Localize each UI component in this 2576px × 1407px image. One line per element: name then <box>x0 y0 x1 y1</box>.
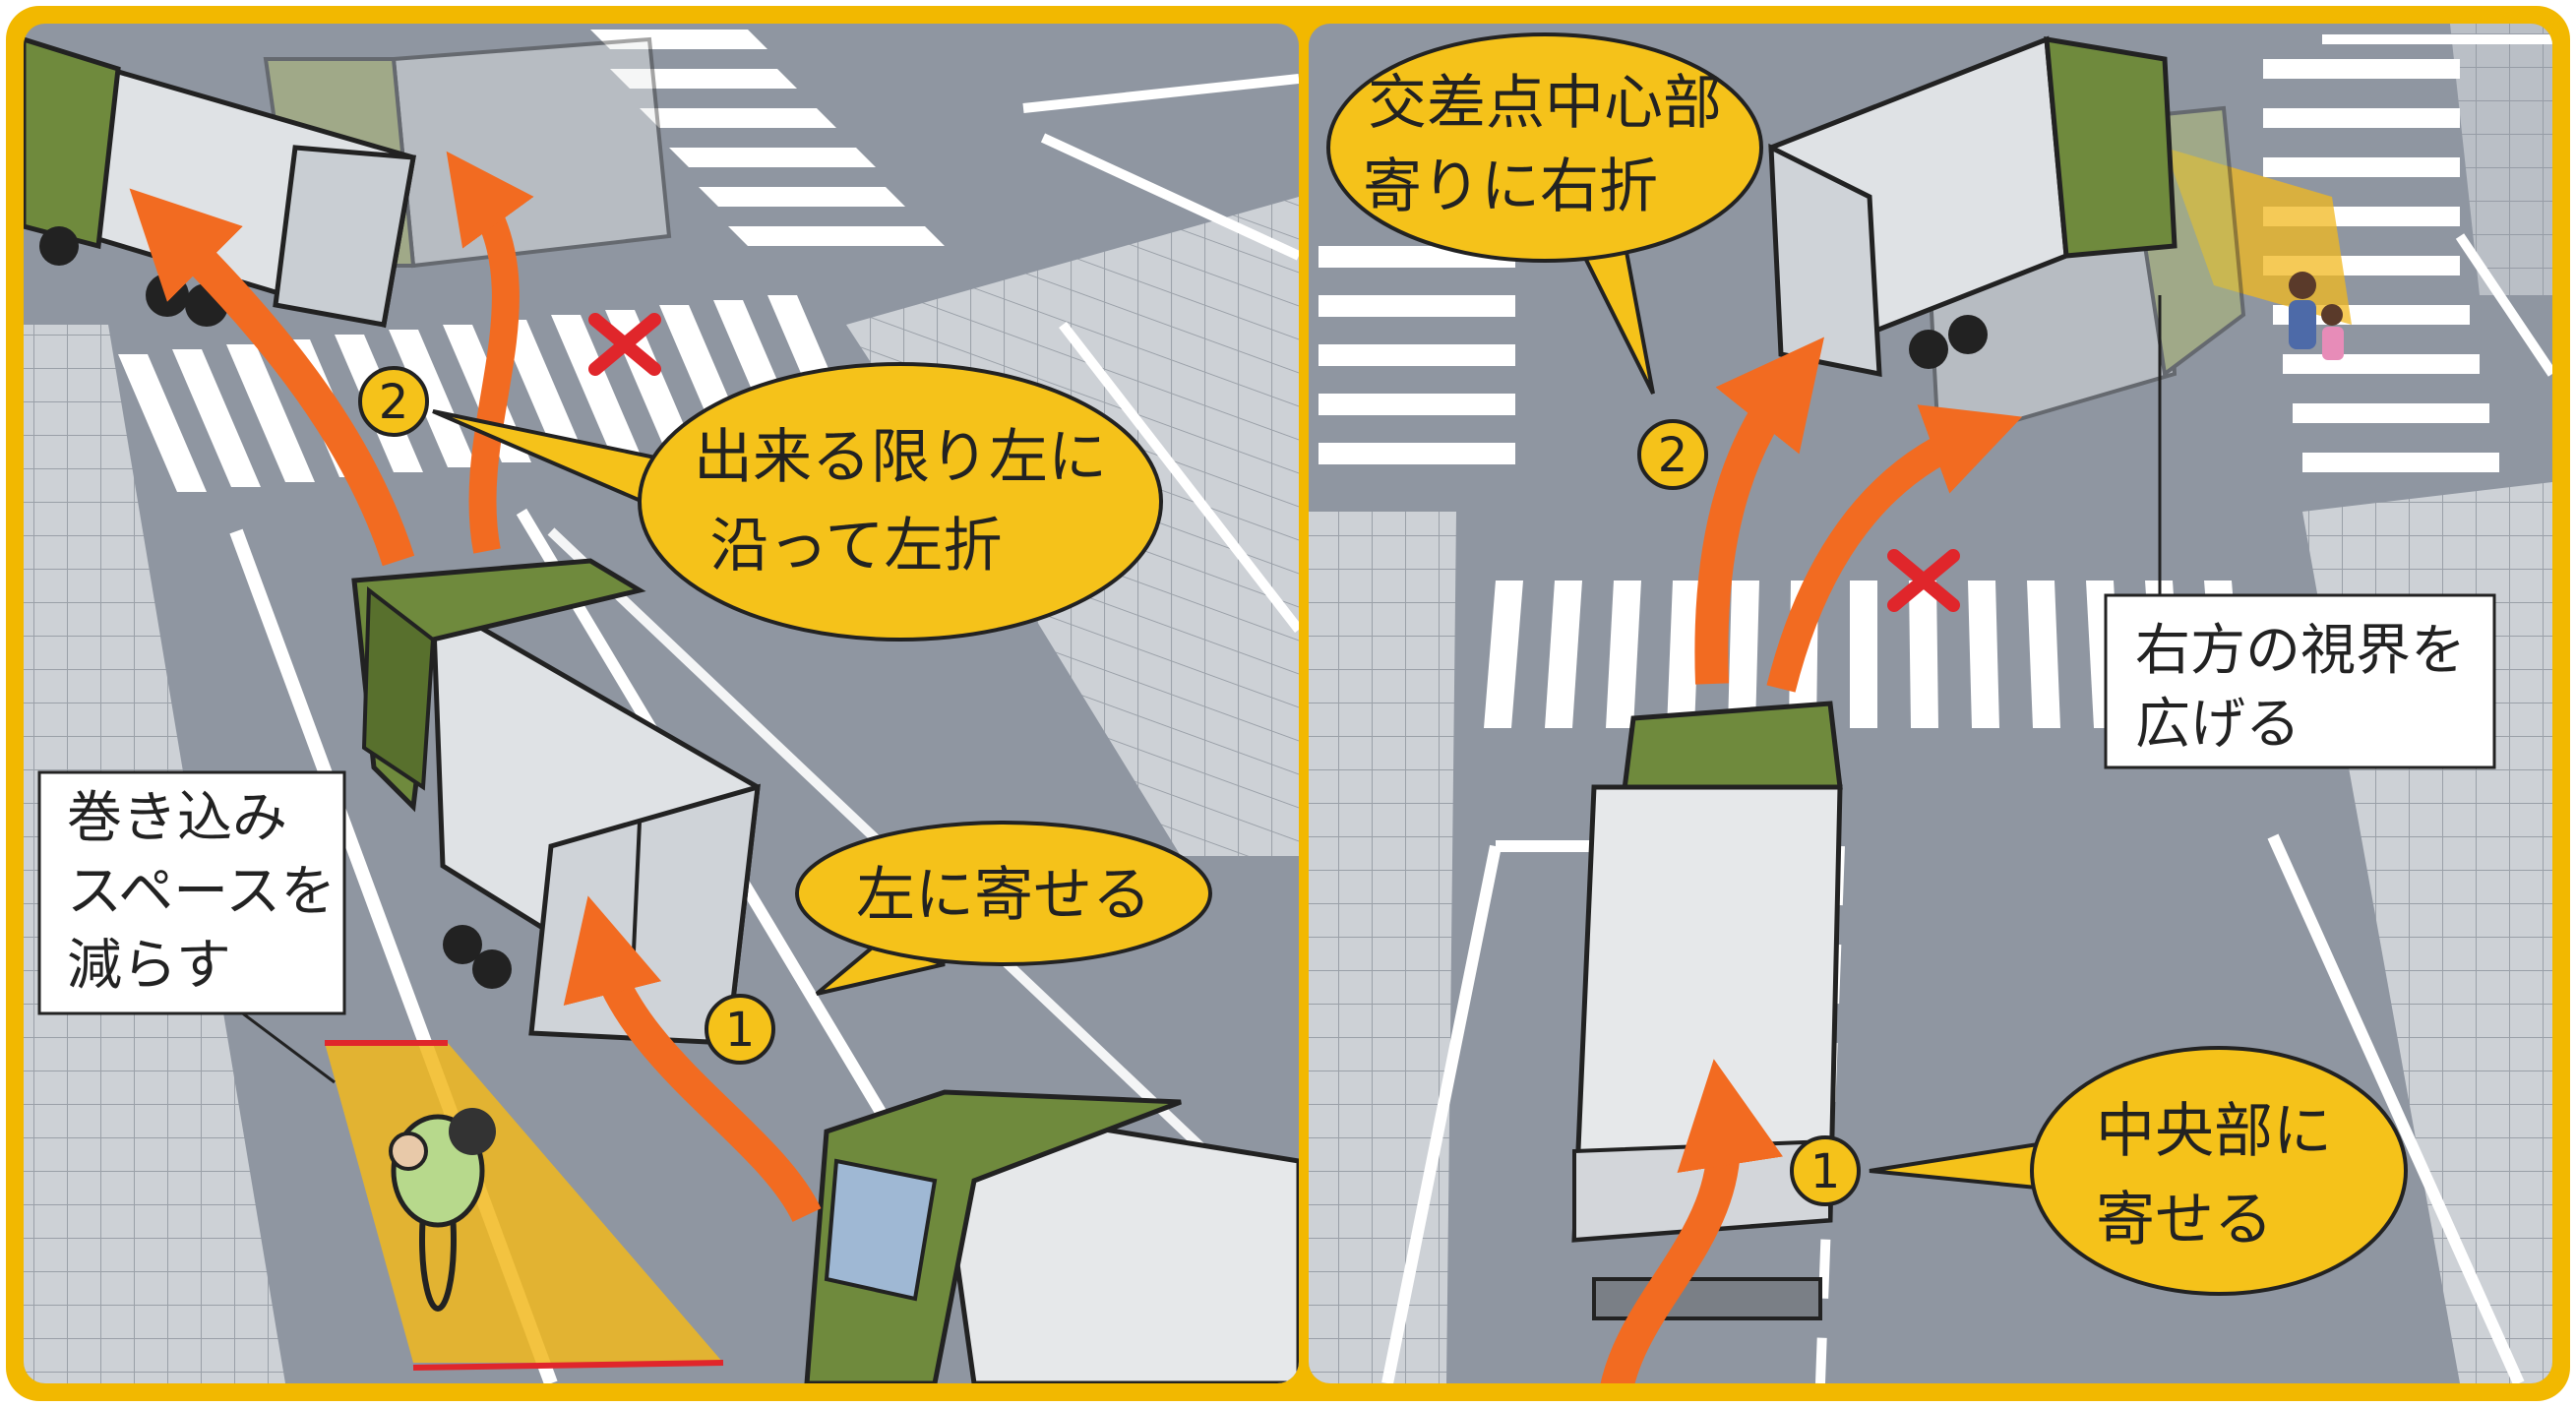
right-panel: 2 1 交差点中心部 寄りに右折 中央部に 寄せる <box>1309 24 2552 1383</box>
left-cross-mark-icon <box>588 313 661 376</box>
bubble-center-turn: 交差点中心部 寄りに右折 <box>1326 32 1763 395</box>
left-approach-arrow-icon <box>563 895 822 1223</box>
left-panel: 2 1 左に寄せる 出来る限り左に 沿って左折 <box>24 24 1299 1383</box>
box-view-line2: 広げる <box>2135 693 2300 757</box>
bubble-keep-middle: 中央部に 寄せる <box>1869 1046 2408 1296</box>
left-step-2: 2 <box>358 366 429 437</box>
right-sidewalk-left <box>1309 512 1456 1383</box>
right-approach-arrow-icon <box>1597 1059 1783 1383</box>
right-step-2: 2 <box>1637 419 1708 490</box>
box-reduce-space: 巻き込み スペースを 減らす <box>37 770 346 1084</box>
bubble-turn-left: 出来る限り左に 沿って左折 <box>432 362 1163 642</box>
bubble-keep-left: 左に寄せる <box>795 821 1212 996</box>
svg-text:2: 2 <box>379 375 409 430</box>
right-top-truck-icon <box>1768 35 2177 378</box>
box-widen-view: 右方の視界を 広げる <box>2104 295 2496 769</box>
left-correct-arrow-icon <box>129 188 415 567</box>
bubble-center-line1: 交差点中心部 <box>1368 69 1722 138</box>
svg-text:1: 1 <box>725 1003 756 1058</box>
right-wrong-arrow-icon <box>1766 404 2023 693</box>
bubble-turn-left-line1: 出来る限り左に <box>694 423 1107 492</box>
bubble-center-line2: 寄りに右折 <box>1363 153 1658 221</box>
bubble-turn-left-line2: 沿って左折 <box>710 512 1003 581</box>
svg-text:1: 1 <box>1810 1144 1841 1199</box>
bubble-keep-left-text: 左に寄せる <box>856 861 1151 930</box>
right-cross-mark-icon <box>1887 549 1960 612</box>
box-reduce-line1: 巻き込み <box>67 786 287 850</box>
right-correct-arrow-icon <box>1694 336 1824 685</box>
box-reduce-line3: 減らす <box>67 934 231 998</box>
left-wrong-arrow-icon <box>446 151 534 554</box>
box-view-line1: 右方の視界を <box>2135 619 2466 683</box>
pedestrian-icon <box>2289 272 2344 360</box>
left-crosswalk-top <box>590 30 945 246</box>
bubble-middle-line2: 寄せる <box>2096 1186 2273 1254</box>
bottom-truck-icon <box>804 1089 1299 1383</box>
svg-text:2: 2 <box>1658 428 1688 483</box>
right-step-1: 1 <box>1790 1135 1861 1206</box>
box-reduce-line2: スペースを <box>67 860 336 924</box>
cyclist-icon <box>389 1108 496 1312</box>
left-step-1: 1 <box>705 994 775 1065</box>
bubble-middle-line1: 中央部に <box>2096 1097 2332 1166</box>
